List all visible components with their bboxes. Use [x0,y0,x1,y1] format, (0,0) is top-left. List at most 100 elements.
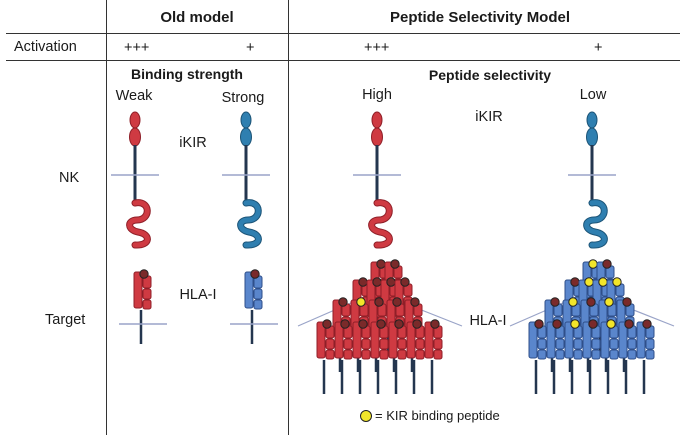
hla-heavy-chain [564,321,574,359]
cluster-hla-molecule [316,319,335,394]
receptor-domain-top [371,111,383,129]
hla-alpha3-domain [573,338,583,350]
hla-alpha3-domain [591,338,601,350]
hla-b2m-domain [415,349,425,360]
hla-alpha3-domain [343,338,353,350]
peptide-bead [550,297,560,307]
cluster-hla-molecule [600,319,619,394]
peptide-bead [552,319,562,329]
receptor-domain-top [586,111,598,129]
peptide-bead [394,319,404,329]
old-hla-label: HLA-I [179,287,217,303]
hla-heavy-chain [546,321,556,359]
peptide-bead [400,277,410,287]
peptide-bead [412,319,422,329]
peptide-bead [358,277,368,287]
receptor-hook [584,200,607,248]
hla-alpha3-domain [325,338,335,350]
peptide-bead [250,269,260,279]
hla-b2m-domain [361,349,371,360]
peptide-bead [392,297,402,307]
hla-heavy-chain [618,321,628,359]
hla-b2m-domain [627,349,637,360]
receptor-domain-top [129,111,141,129]
target-row-label: Target [45,312,86,328]
cluster-hla-molecule [370,319,389,394]
peptide-selectivity-title: Peptide selectivity [428,67,552,83]
peptide-bead [584,277,594,287]
peptide-bead [376,319,386,329]
weak-label: Weak [115,88,153,104]
peptide-ikir-label: iKIR [475,109,503,125]
cluster-hla-molecule [636,319,655,394]
cluster-hla-molecule [582,319,601,394]
hla-b2m-domain [609,349,619,360]
hla-strong [230,269,278,344]
hla-heavy-chain [316,321,326,359]
peptide-bead [374,297,384,307]
hla-b2m-domain [591,349,601,360]
peptide-bead [588,259,598,269]
hla-alpha3-domain [609,338,619,350]
hla-heavy-chain [370,321,380,359]
old-ikir-label: iKIR [179,135,207,151]
activation-old-strong: +++ [124,40,150,56]
low-label: Low [579,87,607,103]
hla-alpha3-domain [379,338,389,350]
peptide-bead [410,297,420,307]
peptide-bead [322,319,332,329]
hla-heavy-chain [600,321,610,359]
receptor-domain-lower [240,127,252,147]
peptide-bead [642,319,652,329]
cluster-hla-molecule [424,319,443,394]
peptide-bead [534,319,544,329]
cluster-hla-molecule [334,319,353,394]
hla-alpha3-domain [415,338,425,350]
hla-alpha3-domain [397,338,407,350]
ikir-low-selectivity-receptor [568,111,616,249]
peptide-bead [570,277,580,287]
hla-heavy-chain [528,321,538,359]
hla-alpha3-domain [627,338,637,350]
hla-b2m-domain [573,349,583,360]
legend-marker [360,410,372,422]
peptide-bead [570,319,580,329]
hla-heavy-chain [388,321,398,359]
peptide-bead [386,277,396,287]
hla-weak [119,269,167,344]
peptide-bead [622,297,632,307]
hla-b2m-domain [142,299,152,310]
legend-peptide-icon [360,410,372,422]
cluster-hla-molecule [546,319,565,394]
hla-b2m-domain [343,349,353,360]
ikir-strong-receptor [222,111,270,249]
hla-alpha3-domain [142,288,152,300]
hla-b2m-domain [253,299,263,310]
receptor-domain-lower [129,127,141,147]
peptide-bead [358,319,368,329]
legend-text: = KIR binding peptide [375,408,500,423]
hla-b2m-domain [537,349,547,360]
activation-new-high: +++ [364,40,390,56]
hla-b2m-domain [379,349,389,360]
nk-row-label: NK [59,170,80,186]
hla-alpha3-domain [253,288,263,300]
hla-heavy-chain [334,321,344,359]
old-model-header: Old model [160,9,234,26]
cluster-hla-molecule [352,319,371,394]
hla-b2m-domain [645,349,655,360]
activation-label: Activation [14,39,77,55]
hla-b2m-domain [325,349,335,360]
activation-new-low: + [594,40,603,56]
peptide-bead [139,269,149,279]
peptide-bead [376,259,386,269]
peptide-model-header: Peptide Selectivity Model [389,9,571,26]
receptor-domain-lower [586,127,598,147]
peptide-bead [602,259,612,269]
hla-heavy-chain [406,321,416,359]
activation-old-weak: + [246,40,255,56]
hla-heavy-chain [352,321,362,359]
hla-heavy-chain [424,321,434,359]
